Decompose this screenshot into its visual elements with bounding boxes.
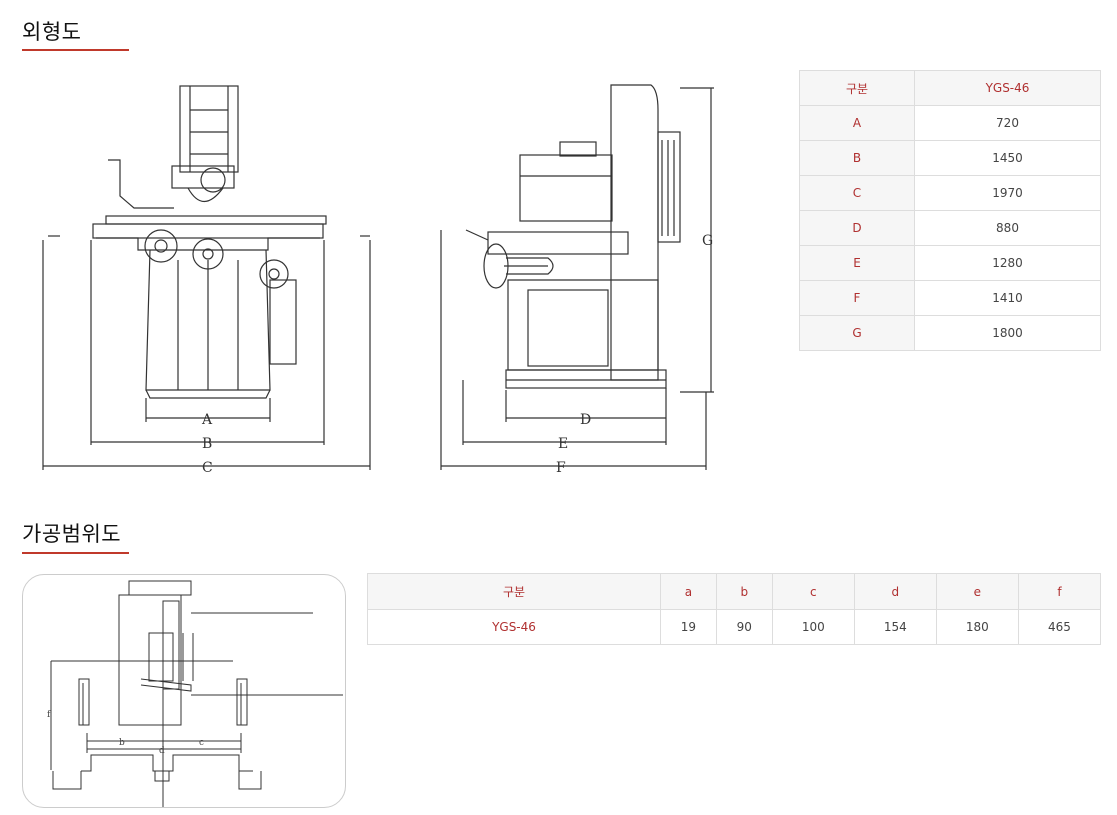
table-row: C 1970 — [799, 175, 1101, 211]
range-table-header-category: 구분 — [367, 573, 661, 610]
range-table-header-d: d — [853, 573, 937, 610]
dim-label-g: G — [702, 233, 713, 249]
row-value: 1450 — [914, 140, 1101, 176]
range-table-header-f: f — [1017, 573, 1102, 610]
range-label-b: b — [119, 738, 125, 748]
table-row: YGS-46 19 90 100 154 180 465 — [367, 609, 1102, 645]
table-row: D 880 — [799, 210, 1101, 246]
row-label: A — [799, 105, 915, 141]
range-label-d: d — [159, 746, 165, 756]
dim-label-c: C — [202, 460, 213, 476]
table-row: A 720 — [799, 105, 1101, 141]
range-table-header-e: e — [935, 573, 1019, 610]
row-value-a: 19 — [660, 609, 717, 645]
range-label-c: c — [199, 738, 204, 748]
table-row: E 1280 — [799, 245, 1101, 281]
row-label: F — [799, 280, 915, 316]
row-value-e: 180 — [935, 609, 1019, 645]
side-view-drawing: D E F G — [440, 84, 714, 476]
outline-spec-table: 구분 YGS-46 A 720 B 1450 C 1970 D 880 E 12… — [799, 70, 1101, 351]
row-value-d: 154 — [853, 609, 937, 645]
row-value-c: 100 — [771, 609, 855, 645]
row-value: 1410 — [914, 280, 1101, 316]
row-label: D — [799, 210, 915, 246]
row-value: 1800 — [914, 315, 1101, 351]
row-value: 720 — [914, 105, 1101, 141]
outline-title-underline — [22, 49, 129, 51]
dim-label-d: D — [580, 412, 591, 428]
outline-table-header-category: 구분 — [799, 70, 915, 106]
outline-title: 외형도 — [22, 20, 82, 44]
row-label: C — [799, 175, 915, 211]
row-value-b: 90 — [715, 609, 773, 645]
front-view-drawing: A B C — [42, 85, 371, 476]
outline-table-header-model: YGS-46 — [914, 70, 1101, 106]
row-label: G — [799, 315, 915, 351]
range-label-f: f — [47, 710, 51, 720]
range-diagram: b d c f — [47, 580, 343, 807]
row-value-f: 465 — [1017, 609, 1102, 645]
row-label: E — [799, 245, 915, 281]
range-table-header-a: a — [660, 573, 717, 610]
table-row: B 1450 — [799, 140, 1101, 176]
range-table-header-c: c — [771, 573, 855, 610]
row-value: 1970 — [914, 175, 1101, 211]
row-model: YGS-46 — [367, 609, 661, 645]
table-row: G 1800 — [799, 315, 1101, 351]
range-title: 가공범위도 — [22, 522, 122, 546]
row-value: 880 — [914, 210, 1101, 246]
dim-label-b: B — [202, 436, 212, 452]
row-value: 1280 — [914, 245, 1101, 281]
row-label: B — [799, 140, 915, 176]
dim-label-e: E — [558, 436, 568, 452]
table-row: F 1410 — [799, 280, 1101, 316]
range-table-header-b: b — [715, 573, 773, 610]
range-diagram-box: b d c f — [22, 574, 346, 808]
range-title-underline — [22, 552, 129, 554]
dim-label-f: F — [556, 460, 566, 476]
dim-label-a: A — [201, 412, 213, 428]
range-spec-table: 구분 a b c d e f YGS-46 19 90 100 154 180 … — [367, 573, 1102, 645]
